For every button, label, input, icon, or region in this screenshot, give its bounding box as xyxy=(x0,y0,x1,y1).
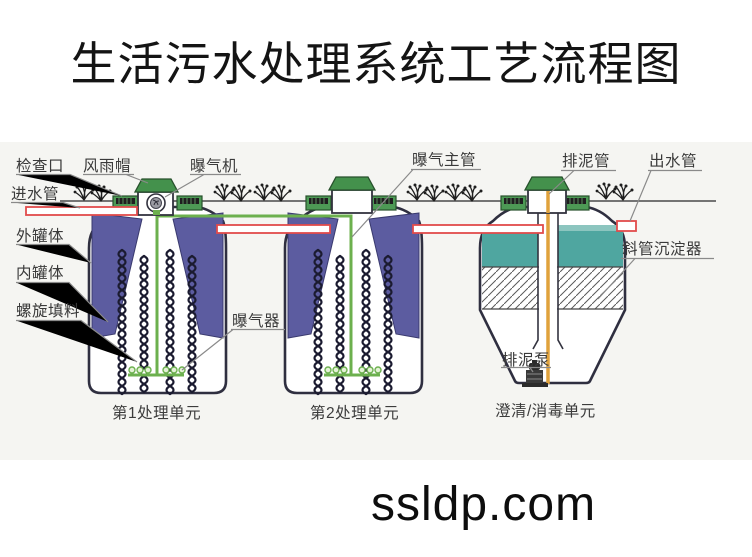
tank-1 xyxy=(87,205,228,396)
transfer-pipe-2-3 xyxy=(412,224,544,234)
page-title: 生活污水处理系统工艺流程图 xyxy=(70,39,682,90)
sludge-pump xyxy=(522,360,548,387)
label-spiral-packing: 螺旋填料 xyxy=(16,303,81,320)
caption-unit-1: 第1处理单元 xyxy=(112,405,202,422)
label-sludge-pump: 排泥泵 xyxy=(502,352,551,369)
label-outlet-pipe: 出水管 xyxy=(649,153,698,170)
label-rain-cap: 风雨帽 xyxy=(83,158,132,175)
aerator-machine-housing xyxy=(112,178,203,216)
red-pipes xyxy=(25,206,637,234)
label-inspection-port: 检查口 xyxy=(16,158,65,175)
inlet-pipe xyxy=(25,206,138,216)
tank-3-vent-housing xyxy=(500,176,590,214)
label-outer-tank: 外罐体 xyxy=(16,228,65,245)
transfer-pipe-1-2 xyxy=(216,224,331,234)
aeration-main-pipe xyxy=(128,209,380,377)
label-aerator-machine: 曝气机 xyxy=(190,158,239,175)
watermark: ssldp.com xyxy=(371,478,597,531)
caption-unit-2: 第2处理单元 xyxy=(310,405,400,422)
label-inlet-pipe: 进水管 xyxy=(11,186,60,203)
label-inner-tank: 内罐体 xyxy=(16,265,65,282)
tank-2 xyxy=(283,205,424,396)
label-aeration-diffuser: 曝气器 xyxy=(232,313,281,330)
label-sludge-discharge-pipe: 排泥管 xyxy=(562,153,611,170)
aeration-diffusers xyxy=(128,366,382,374)
inclined-tube-settler-zone xyxy=(482,266,623,310)
callout-leaders xyxy=(11,168,714,373)
tank-2-vent-housing xyxy=(305,176,397,214)
label-aeration-main-pipe: 曝气主管 xyxy=(412,152,477,169)
label-inclined-tube-settler: 斜管沉淀器 xyxy=(622,241,703,258)
outlet-pipe xyxy=(616,220,637,232)
caption-unit-3: 澄清/消毒单元 xyxy=(495,403,596,420)
